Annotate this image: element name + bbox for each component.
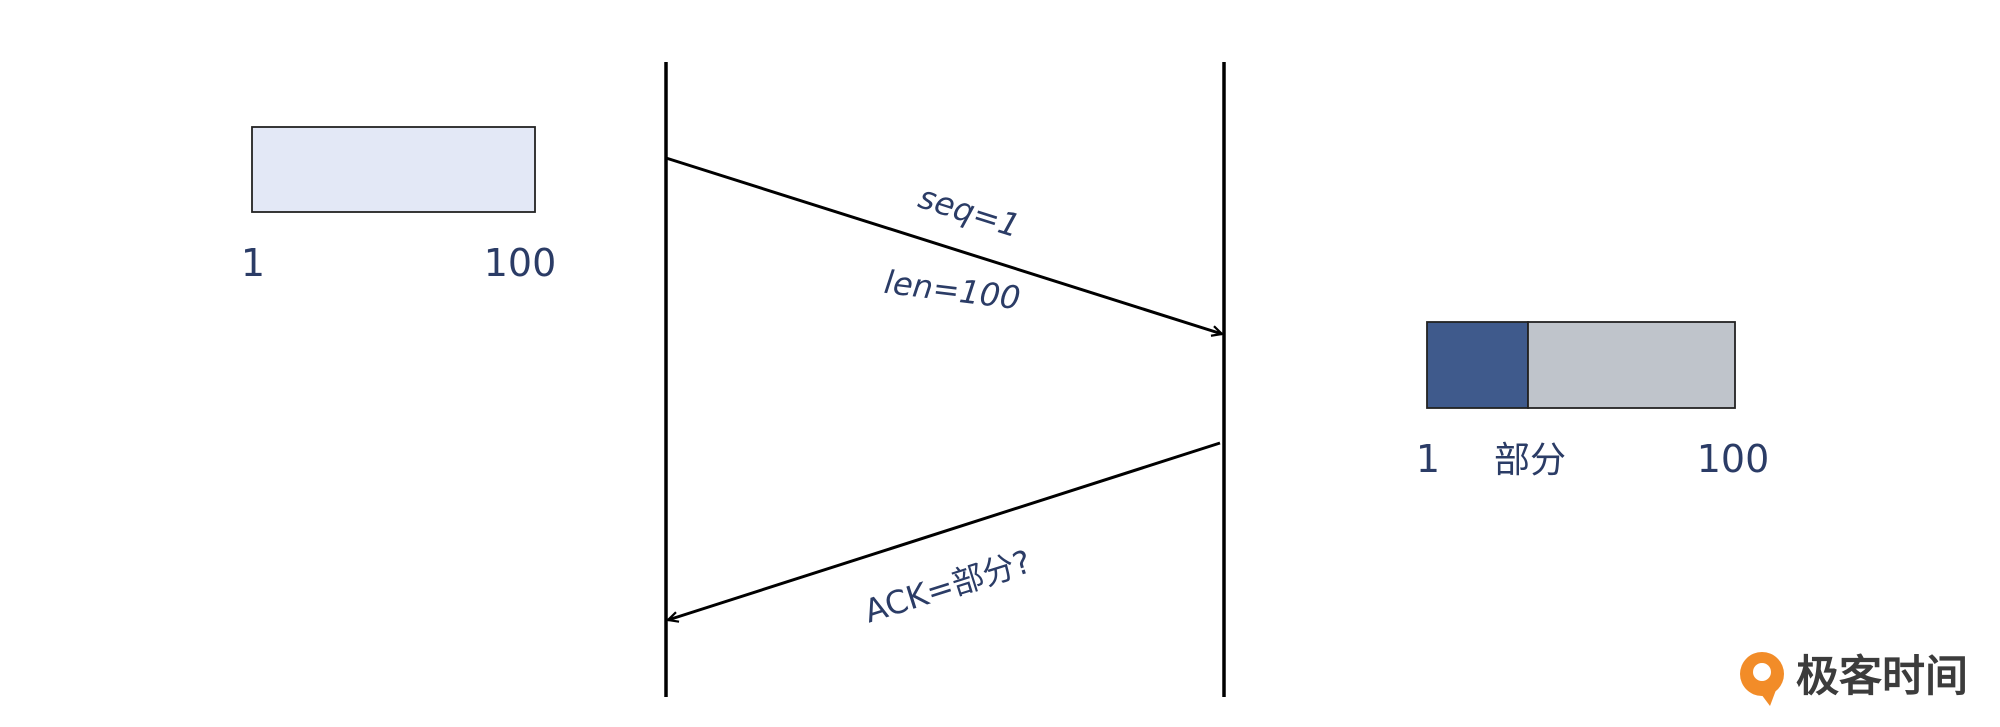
data-segment-arrow (665, 156, 1222, 334)
seq-label: seq=1 (914, 178, 1024, 245)
brand-logo: 极客时间 (1740, 652, 1968, 706)
sender-buffer (251, 126, 536, 213)
receiver-buffer-end-label: 100 (1697, 437, 1770, 481)
len-label: len=100 (882, 263, 1022, 317)
sender-buffer-end-label: 100 (484, 241, 557, 285)
receiver-received-part (1426, 321, 1529, 409)
ack-arrow (668, 441, 1221, 620)
receiver-pending-part (1527, 321, 1736, 409)
brand-name: 极客时间 (1796, 652, 1968, 702)
receiver-partial-label: 部分 (1494, 440, 1566, 481)
ack-label: ACK=部分? (860, 542, 1036, 630)
receiver-buffer-start-label: 1 (1416, 437, 1440, 481)
sender-buffer-start-label: 1 (241, 241, 265, 285)
